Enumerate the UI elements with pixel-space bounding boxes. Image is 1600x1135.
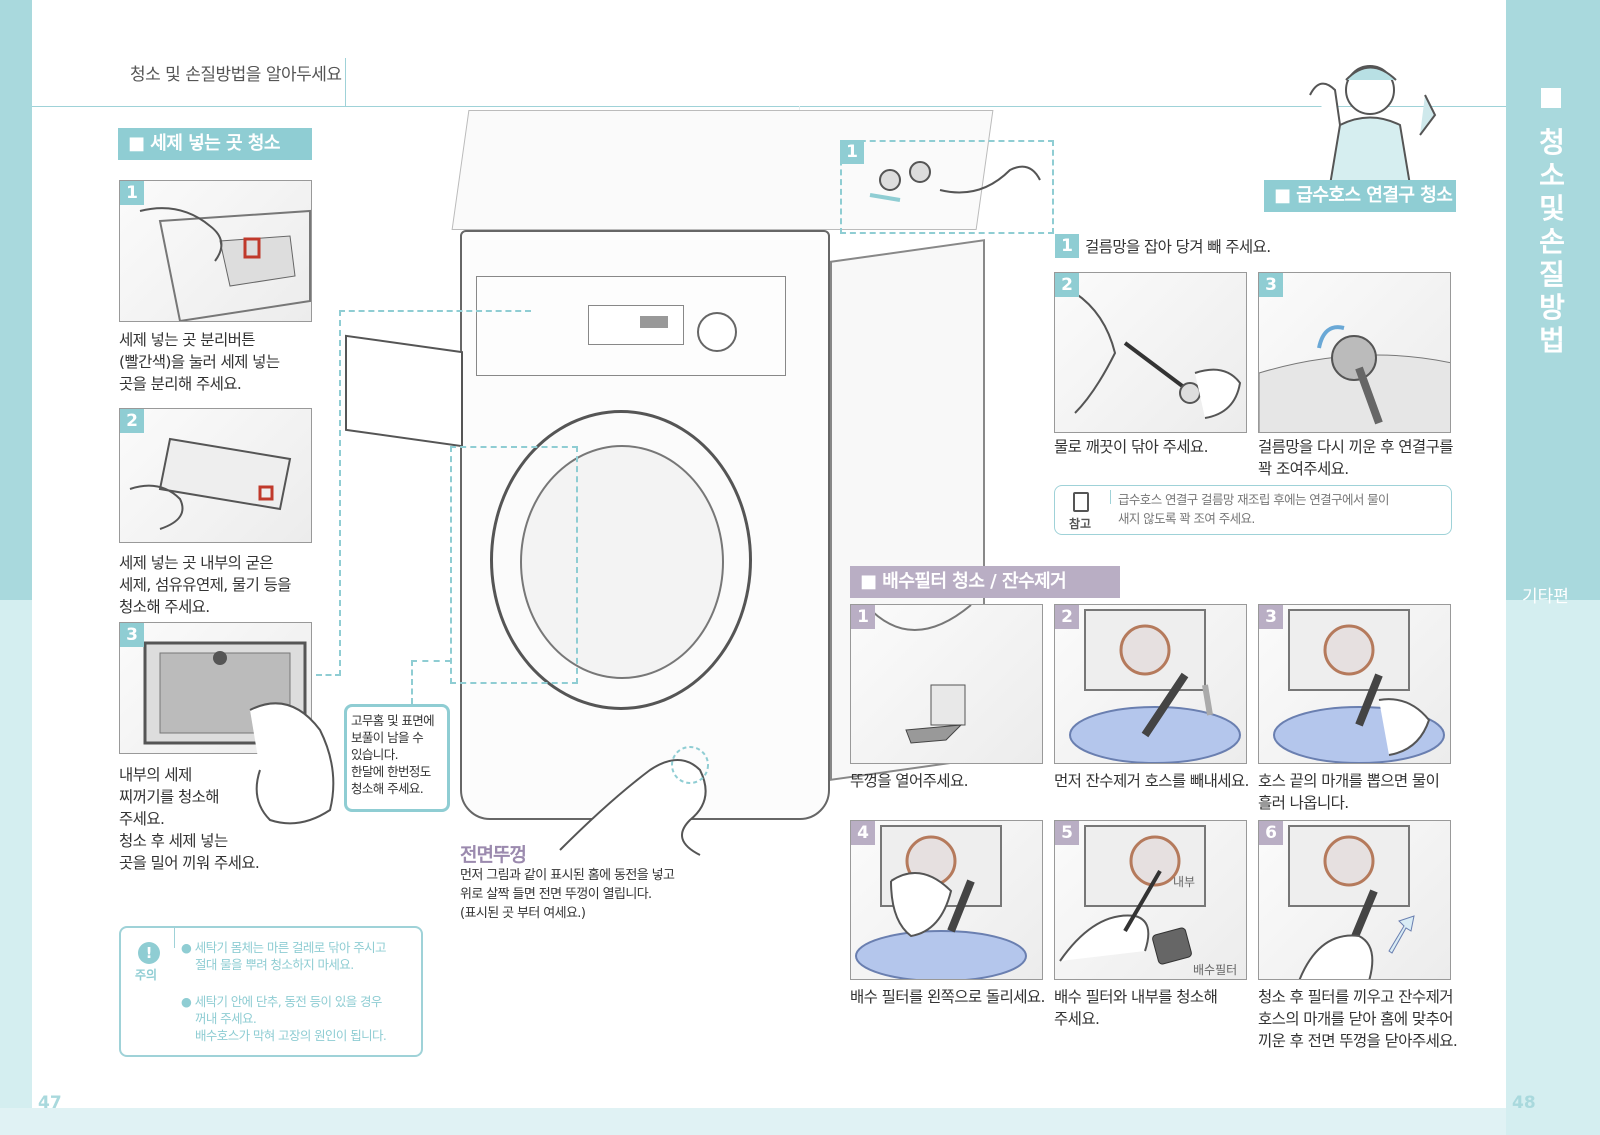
side-tab-square-icon: [1541, 88, 1561, 108]
step-number: 1: [120, 181, 144, 205]
caution-label: 주의: [135, 968, 158, 982]
step-number: 4: [851, 821, 875, 845]
drain-step-2-text: 먼저 잔수제거 호스를 빼내세요.: [1054, 772, 1249, 790]
page-header-title: 청소 및 손질방법을 알아두세요: [130, 65, 342, 85]
cleaning-woman-illustration: [1309, 65, 1437, 186]
reference-note: 참고 급수호스 연결구 걸름망 재조립 후에는 연결구에서 물이 새지 않도록 …: [1054, 485, 1452, 535]
hand-with-brush-illustration: [249, 702, 335, 825]
hose-step-3-text: 걸름망을 다시 끼운 후 연결구를 꽉 조여주세요.: [1258, 438, 1453, 478]
note-label: 참고: [1069, 517, 1092, 531]
program-dial: [697, 312, 737, 352]
step-number: 3: [1259, 605, 1283, 629]
display-panel: [588, 305, 684, 345]
detergent-section-title: ■ 세제 넣는 곳 청소: [118, 128, 312, 160]
hose-step-1-number: 1: [1055, 234, 1079, 258]
gasket-callout-area: [450, 446, 578, 684]
detergent-step-3-text: 내부의 세제 찌꺼기를 청소해 주세요. 청소 후 세제 넣는 곳을 밀어 끼워…: [119, 766, 260, 872]
note-icon: [1073, 492, 1089, 512]
side-tab-subtitle: 기타편: [1522, 587, 1569, 607]
drain-step-3-image: 3: [1258, 604, 1451, 764]
brush-cleaning-illustration: [1074, 292, 1242, 419]
side-tab-title: 청소 및 손질방법: [1539, 126, 1565, 357]
hose-callout-number: 1: [840, 140, 864, 164]
hose-step-1-text: 걸름망을 잡아 당겨 빼 주세요.: [1085, 238, 1271, 256]
drain-water-flow-illustration: [1273, 609, 1445, 763]
hand-opening-cover-illustration: [559, 746, 709, 856]
drawer-release-illustration: [139, 207, 311, 321]
front-cover-title: 전면뚜껑: [460, 844, 527, 866]
drain-step-5-text: 배수 필터와 내부를 청소해 주세요.: [1054, 988, 1218, 1028]
washer-door-glass: [520, 445, 724, 679]
left-page-strip-lower: [0, 600, 32, 1135]
hose-connector-callout: [840, 140, 1054, 234]
drain-step-6-image: 6: [1258, 820, 1451, 980]
drain-step-4-text: 배수 필터를 왼쪽으로 돌리세요.: [850, 988, 1045, 1006]
header-divider: [32, 106, 1506, 107]
step-number: 2: [1055, 605, 1079, 629]
hose-section-title: ■ 급수호스 연결구 청소: [1264, 180, 1456, 212]
detergent-step-1-text: 세제 넣는 곳 분리버튼 (빨간색)을 눌러 세제 넣는 곳을 분리해 주세요.: [119, 331, 280, 393]
drain-step-2-image: 2: [1054, 604, 1247, 764]
connector-tightening-illustration: [1259, 325, 1450, 432]
rubber-gasket-note: 고무홈 및 표면에 보풀이 남을 수 있습니다. 한달에 한번정도 청소해 주세…: [344, 704, 450, 812]
step-number: 6: [1259, 821, 1283, 845]
caution-item-1: ● 세탁기 몸체는 마른 걸레로 닦아 주시고 절대 물을 뿌려 청소하지 마세…: [181, 940, 387, 972]
display-screen: [640, 316, 668, 328]
page-number-right: 48: [1512, 1093, 1536, 1113]
hose-step-2-text: 물로 깨끗이 닦아 주세요.: [1054, 438, 1209, 456]
caution-item-2: ● 세탁기 안에 단추, 동전 등이 있을 경우 꺼내 주세요. 배수호스가 막…: [181, 994, 387, 1043]
detergent-step-1-image: 1: [119, 180, 312, 322]
note-text: 급수호스 연결구 걸름망 재조립 후에는 연결구에서 물이 새지 않도록 꽉 조…: [1118, 492, 1390, 526]
filter-reinsert-illustration: [1288, 825, 1415, 979]
drain-step-4-image: 4: [850, 820, 1043, 980]
hose-step-3-image: 3: [1258, 272, 1451, 433]
drawer-slot-illustration: [143, 641, 307, 745]
page-number-left: 47: [38, 1093, 62, 1113]
drain-section-title: ■ 배수필터 청소 / 잔수제거: [850, 566, 1120, 598]
drain-filter-label: 배수필터: [1193, 963, 1238, 977]
step-number: 5: [1055, 821, 1079, 845]
hose-connector-illustration: [869, 161, 1041, 202]
caution-box: ! 주의 ● 세탁기 몸체는 마른 걸레로 닦아 주시고 절대 물을 뿌려 청소…: [119, 926, 423, 1057]
drain-step-6-text: 청소 후 필터를 끼우고 잔수제거 호스의 마개를 닫아 홈에 맞추어 끼운 후…: [1258, 988, 1458, 1050]
header-vertical-divider: [345, 58, 346, 106]
step-number: 3: [1259, 273, 1283, 297]
drain-hose-remove-illustration: [1069, 609, 1241, 763]
filter-turn-illustration: [855, 825, 1027, 979]
drain-step-3-text: 호스 끝의 마개를 뽑으면 물이 흘러 나옵니다.: [1258, 772, 1440, 812]
step-number: 2: [1055, 273, 1079, 297]
filter-clean-illustration: [1059, 825, 1206, 965]
detergent-drawer: [345, 334, 463, 448]
detergent-step-3-image: 3: [119, 622, 312, 754]
inner-label: 내부: [1173, 875, 1196, 889]
side-tab-lower: [1506, 600, 1600, 1135]
front-cover-open-illustration: [865, 605, 972, 744]
bottom-band: [0, 1108, 1600, 1135]
step-number: 3: [120, 623, 144, 647]
detergent-step-2-image: 2: [119, 408, 312, 543]
drain-step-1-image: 1: [850, 604, 1043, 764]
caution-icon: !: [138, 942, 160, 964]
step-number: 1: [851, 605, 875, 629]
step-number: 2: [120, 409, 144, 433]
detergent-step-2-text: 세제 넣는 곳 내부의 굳은 세제, 섬유유연제, 물기 등을 청소해 주세요.: [119, 554, 292, 616]
drain-step-5-image: 내부 배수필터 5: [1054, 820, 1247, 980]
front-cover-description: 먼저 그림과 같이 표시된 홈에 동전을 넣고 위로 살짝 들면 전면 뚜껑이 …: [460, 868, 675, 921]
drawer-cleaning-illustration: [129, 437, 292, 530]
drain-step-1-text: 뚜껑을 열어주세요.: [850, 772, 969, 790]
hose-step-2-image: 2: [1054, 272, 1247, 433]
